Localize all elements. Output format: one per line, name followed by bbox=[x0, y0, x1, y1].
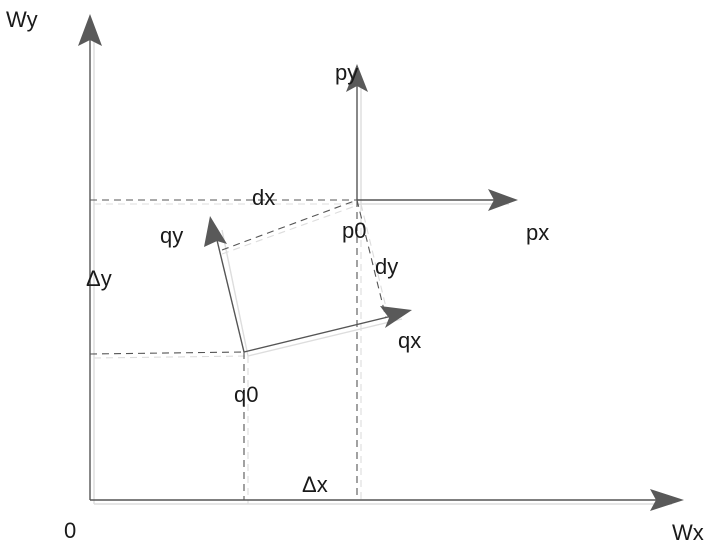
p-x-label: px bbox=[526, 220, 549, 245]
dx-label: dx bbox=[252, 185, 275, 210]
q-y-arrowhead bbox=[204, 216, 227, 247]
dx-offset-line bbox=[221, 199, 358, 251]
q-x-axis bbox=[243, 315, 393, 353]
world-y-arrowhead bbox=[78, 14, 102, 46]
world-x-label: Wx bbox=[672, 520, 704, 545]
q-y-label: qy bbox=[160, 223, 183, 248]
delta-x-label: Δx bbox=[302, 472, 328, 497]
q-x-label: qx bbox=[398, 328, 421, 353]
dy-label: dy bbox=[375, 254, 398, 279]
q-y-axis bbox=[215, 235, 245, 353]
p-y-label: py bbox=[335, 60, 358, 85]
q0-horizontal-projection bbox=[89, 351, 245, 355]
delta-y-label: Δy bbox=[86, 266, 112, 291]
q-x-arrowhead bbox=[380, 306, 412, 328]
world-y-label: Wy bbox=[6, 7, 38, 32]
q-origin-label: q0 bbox=[234, 382, 258, 407]
p-origin-label: p0 bbox=[342, 218, 366, 243]
world-x-arrowhead bbox=[650, 489, 684, 511]
shadow-layer bbox=[93, 34, 672, 505]
p-x-arrowhead bbox=[488, 189, 518, 211]
p-y-arrowhead bbox=[346, 64, 368, 92]
dy-offset-line bbox=[356, 199, 387, 319]
origin-label: 0 bbox=[64, 518, 76, 543]
